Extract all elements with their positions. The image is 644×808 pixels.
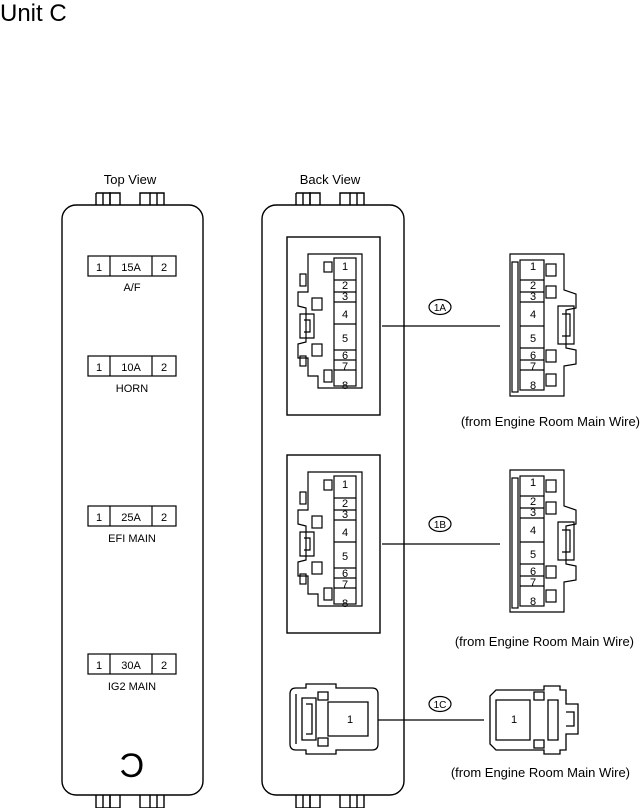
connector-1b-callout: 1B [428,515,452,533]
pin-label: 2 [342,498,348,510]
top-view-panel [61,192,204,808]
pin-label: 7 [342,579,348,591]
pin-label: 4 [342,309,348,321]
connector-id: 1C [434,700,447,711]
fuse-pin-left: 1 [96,362,102,374]
connector-id: 1B [434,520,447,531]
pin-label: 3 [530,507,536,519]
fuse-name: A/F [123,282,140,294]
pin-label: 1 [511,714,517,726]
pin-label: 5 [530,333,536,345]
pin-label: 6 [342,350,348,362]
diagram-title: Unit C [0,0,67,27]
fuse-a-f: 1 15A 2 A/F [87,255,177,294]
pin-label: 2 [530,280,536,292]
pin-label: 7 [530,577,536,589]
fuse-name: IG2 MAIN [108,681,156,693]
pin-label: 8 [342,380,348,392]
pin-label: 5 [342,333,348,345]
fuse-pin-right: 2 [161,362,167,374]
connector-1c-source: (from Engine Room Main Wire) [451,765,630,780]
pin-label: 8 [342,598,348,610]
pin-label: 2 [530,496,536,508]
back-view-label: Back View [300,172,361,187]
pin-label: 6 [530,350,536,362]
fuse-rating: 30A [121,660,141,672]
connector-id: 1A [434,303,447,314]
connector-1c-callout: 1C [428,695,452,713]
connector-1b-harness: 1 2 3 4 5 6 7 8 [509,469,577,613]
connector-1a-harness: 1 2 3 4 5 6 7 8 [509,253,577,397]
pin-label: 1 [347,714,353,726]
pin-label: 6 [342,568,348,580]
fuse-ig2-main: 1 30A 2 IG2 MAIN [87,653,177,693]
pin-label: 8 [530,596,536,608]
fuse-name: EFI MAIN [108,533,156,545]
pin-label: 3 [530,291,536,303]
fuse-pin-left: 1 [96,660,102,672]
back-view-panel [261,192,405,808]
pin-label: 1 [530,261,536,273]
fuse-pin-right: 2 [161,262,167,274]
fuse-name: HORN [116,383,148,395]
connector-1b-back: 1 2 3 4 5 6 7 8 [286,454,381,634]
pin-label: 4 [530,525,536,537]
fuse-horn: 1 10A 2 HORN [87,355,177,395]
pin-label: 2 [342,280,348,292]
connector-1b-source: (from Engine Room Main Wire) [455,634,634,649]
top-view-label: Top View [104,172,157,187]
pin-label: 7 [530,361,536,373]
connector-1c-back [289,683,379,755]
pin-label: 8 [530,380,536,392]
connector-1c-harness [489,685,579,755]
fuse-pin-right: 2 [161,660,167,672]
connector-1a-back: 1 2 3 4 5 6 7 8 [286,236,381,416]
fuse-pin-left: 1 [96,262,102,274]
fuse-rating: 15A [121,262,141,274]
fuse-rating: 10A [121,362,141,374]
pin-label: 3 [342,509,348,521]
connector-1a-callout: 1A [428,298,452,316]
pin-label: 5 [342,551,348,563]
pin-label: 1 [342,479,348,491]
pin-label: 4 [530,309,536,321]
pin-label: 3 [342,291,348,303]
pin-label: 4 [342,527,348,539]
pin-label: 7 [342,361,348,373]
fuse-pin-right: 2 [161,512,167,524]
fuse-pin-left: 1 [96,512,102,524]
connector-1a-source: (from Engine Room Main Wire) [461,414,640,429]
pin-label: 6 [530,566,536,578]
pin-label: 1 [342,261,348,273]
pin-label: 5 [530,549,536,561]
fuse-efi-main: 1 25A 2 EFI MAIN [87,505,177,545]
pin-label: 1 [530,477,536,489]
fuse-rating: 25A [121,512,141,524]
unit-letter: C [120,747,145,785]
